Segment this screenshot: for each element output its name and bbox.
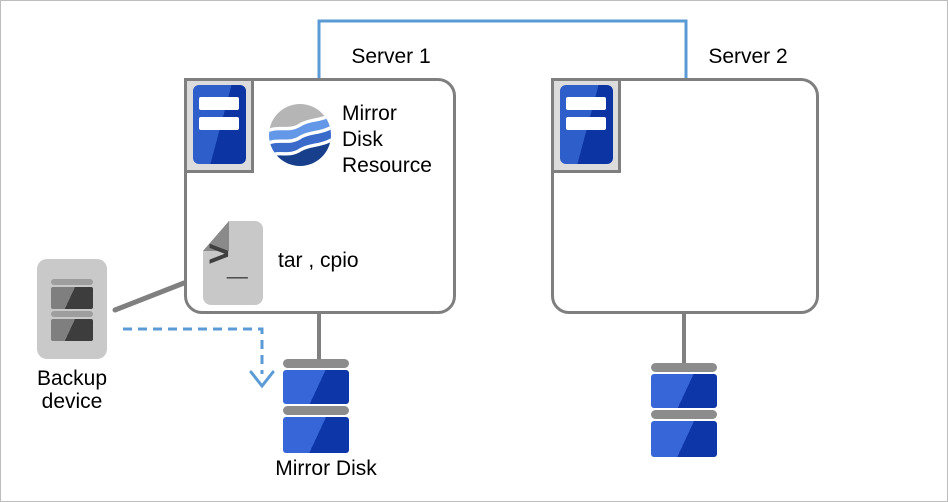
server1-label: Server 1 xyxy=(351,45,431,68)
prompt-underscore-glyph: _ xyxy=(227,241,248,282)
backup-device-icon xyxy=(37,259,107,359)
server2-icon-frame xyxy=(551,78,621,173)
server1-icon-frame xyxy=(184,78,254,173)
disk-platter-bar xyxy=(651,363,717,372)
server1-server-icon xyxy=(193,85,246,164)
backup-device-label: Backup device xyxy=(36,367,108,413)
tape-bar xyxy=(51,311,93,317)
disk-platter-bar xyxy=(283,406,349,415)
server-slat xyxy=(199,117,239,130)
server2-mirror-disk-icon xyxy=(651,363,717,457)
dashed-arrowhead xyxy=(249,370,275,389)
tape-cartridge xyxy=(51,287,93,309)
server-slat xyxy=(566,97,606,110)
backup-to-script-line xyxy=(112,280,187,313)
tar-cpio-label: tar , cpio xyxy=(278,249,359,272)
tape-bar xyxy=(51,279,93,285)
disk-body xyxy=(283,370,349,404)
prompt-gt-glyph: > xyxy=(208,233,230,274)
server2-box xyxy=(551,78,819,314)
tape-cartridge xyxy=(51,319,93,341)
script-file-icon: > _ xyxy=(203,221,263,305)
mirror-disk-resource-label: Mirror Disk Resource xyxy=(342,102,432,177)
disk-body xyxy=(283,417,349,453)
disk-platter-bar xyxy=(283,359,349,368)
mirror-disk-label: Mirror Disk xyxy=(275,457,377,480)
disk-platter-bar xyxy=(651,410,717,419)
disk-body xyxy=(651,421,717,457)
server2-label: Server 2 xyxy=(708,45,788,68)
tape-cartridge-stack xyxy=(51,279,93,341)
backup-to-disk-dashed-arrow xyxy=(123,327,264,374)
mirror-disk-resource-icon xyxy=(269,104,331,166)
disk-body xyxy=(651,374,717,408)
server2-server-icon xyxy=(560,85,613,164)
server-slat xyxy=(566,117,606,130)
server-slat xyxy=(199,97,239,110)
server1-mirror-disk-icon xyxy=(283,359,349,453)
server-interconnect-line xyxy=(317,19,688,79)
